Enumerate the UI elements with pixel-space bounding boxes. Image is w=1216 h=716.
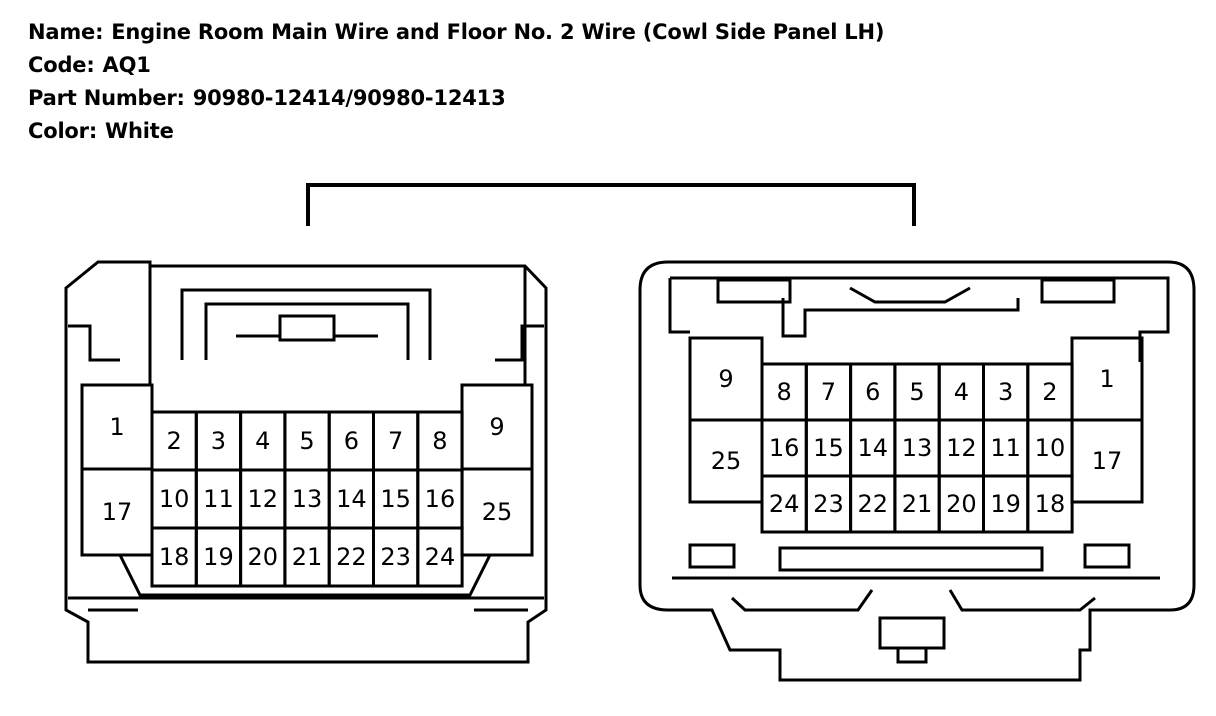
- right-connector-cavities: [688, 336, 1144, 534]
- left-pin-label: 12: [247, 485, 278, 513]
- color-label: Color:: [28, 119, 98, 143]
- color-line: Color: White: [28, 115, 884, 148]
- left-pin-label: 5: [299, 427, 314, 455]
- right-pin-cavity: [1070, 418, 1144, 504]
- right-pin-label: 20: [946, 490, 977, 518]
- right-pin-label: 2: [1042, 378, 1057, 406]
- part-number-value: 90980-12414/90980-12413: [192, 86, 506, 110]
- part-number-label: Part Number:: [28, 86, 185, 110]
- part-number-line: Part Number: 90980-12414/90980-12413: [28, 82, 884, 115]
- left-pin-cavity: [80, 467, 154, 557]
- left-pin-label: 16: [425, 485, 456, 513]
- right-pin-label: 16: [769, 434, 800, 462]
- right-pin-label: 1: [1099, 365, 1114, 393]
- left-pin-label: 6: [344, 427, 359, 455]
- right-pin-label: 22: [857, 490, 888, 518]
- name-label: Name:: [28, 20, 104, 44]
- left-pin-label: 4: [255, 427, 270, 455]
- connector-info: Name: Engine Room Main Wire and Floor No.…: [28, 16, 884, 148]
- left-pin-label: 9: [489, 413, 504, 441]
- right-pin-label: 24: [769, 490, 800, 518]
- left-pin-label: 18: [159, 543, 190, 571]
- right-pin-label: 3: [998, 378, 1013, 406]
- name-value: Engine Room Main Wire and Floor No. 2 Wi…: [111, 20, 885, 44]
- left-pin-cavity: [416, 526, 464, 588]
- left-pin-label: 15: [380, 485, 411, 513]
- left-pin-label: 2: [167, 427, 182, 455]
- right-pin-label: 12: [946, 434, 977, 462]
- right-pin-label: 21: [902, 490, 933, 518]
- left-pin-cavity: [460, 467, 534, 557]
- left-pin-label: 22: [336, 543, 367, 571]
- left-pin-label: 11: [203, 485, 234, 513]
- right-pin-label: 25: [711, 447, 742, 475]
- right-pin-label: 4: [954, 378, 969, 406]
- right-pin-label: 10: [1035, 434, 1066, 462]
- left-pin-label: 7: [388, 427, 403, 455]
- left-pin-label: 17: [102, 498, 133, 526]
- code-line: Code: AQ1: [28, 49, 884, 82]
- right-pin-cavity: [1026, 474, 1074, 534]
- code-value: AQ1: [102, 53, 151, 77]
- code-label: Code:: [28, 53, 95, 77]
- right-connector-pin-labels: 8 7 6 5 4 3 2 16 15 14 13 12 11 10 24 23 22 21 20 19 18 9 25 1 1…: [711, 365, 1123, 518]
- right-pin-label: 19: [990, 490, 1021, 518]
- right-pin-label: 14: [857, 434, 888, 462]
- left-pin-label: 3: [211, 427, 226, 455]
- right-pin-label: 15: [813, 434, 844, 462]
- left-connector-housing: [64, 260, 548, 664]
- left-pin-label: 14: [336, 485, 367, 513]
- left-pin-label: 25: [482, 498, 513, 526]
- right-pin-label: 11: [990, 434, 1021, 462]
- right-pin-label: 17: [1092, 447, 1123, 475]
- left-pin-label: 24: [425, 543, 456, 571]
- left-pin-label: 21: [292, 543, 323, 571]
- left-pin-label: 8: [432, 427, 447, 455]
- connector-link-bracket: [306, 183, 916, 226]
- color-value: White: [105, 119, 174, 143]
- right-pin-label: 13: [902, 434, 933, 462]
- right-pin-label: 18: [1035, 490, 1066, 518]
- right-pin-label: 5: [909, 378, 924, 406]
- left-pin-label: 13: [292, 485, 323, 513]
- left-pin-label: 1: [109, 413, 124, 441]
- left-pin-label: 20: [247, 543, 278, 571]
- name-line: Name: Engine Room Main Wire and Floor No.…: [28, 16, 884, 49]
- left-connector-cavities: [80, 383, 534, 588]
- right-pin-label: 7: [821, 378, 836, 406]
- left-pin-label: 10: [159, 485, 190, 513]
- right-pin-label: 8: [777, 378, 792, 406]
- right-pin-cavity: [688, 418, 764, 504]
- right-pin-label: 9: [718, 365, 733, 393]
- left-pin-label: 19: [203, 543, 234, 571]
- right-connector-housing: [638, 260, 1196, 682]
- right-pin-label: 6: [865, 378, 880, 406]
- right-pin-label: 23: [813, 490, 844, 518]
- left-pin-label: 23: [380, 543, 411, 571]
